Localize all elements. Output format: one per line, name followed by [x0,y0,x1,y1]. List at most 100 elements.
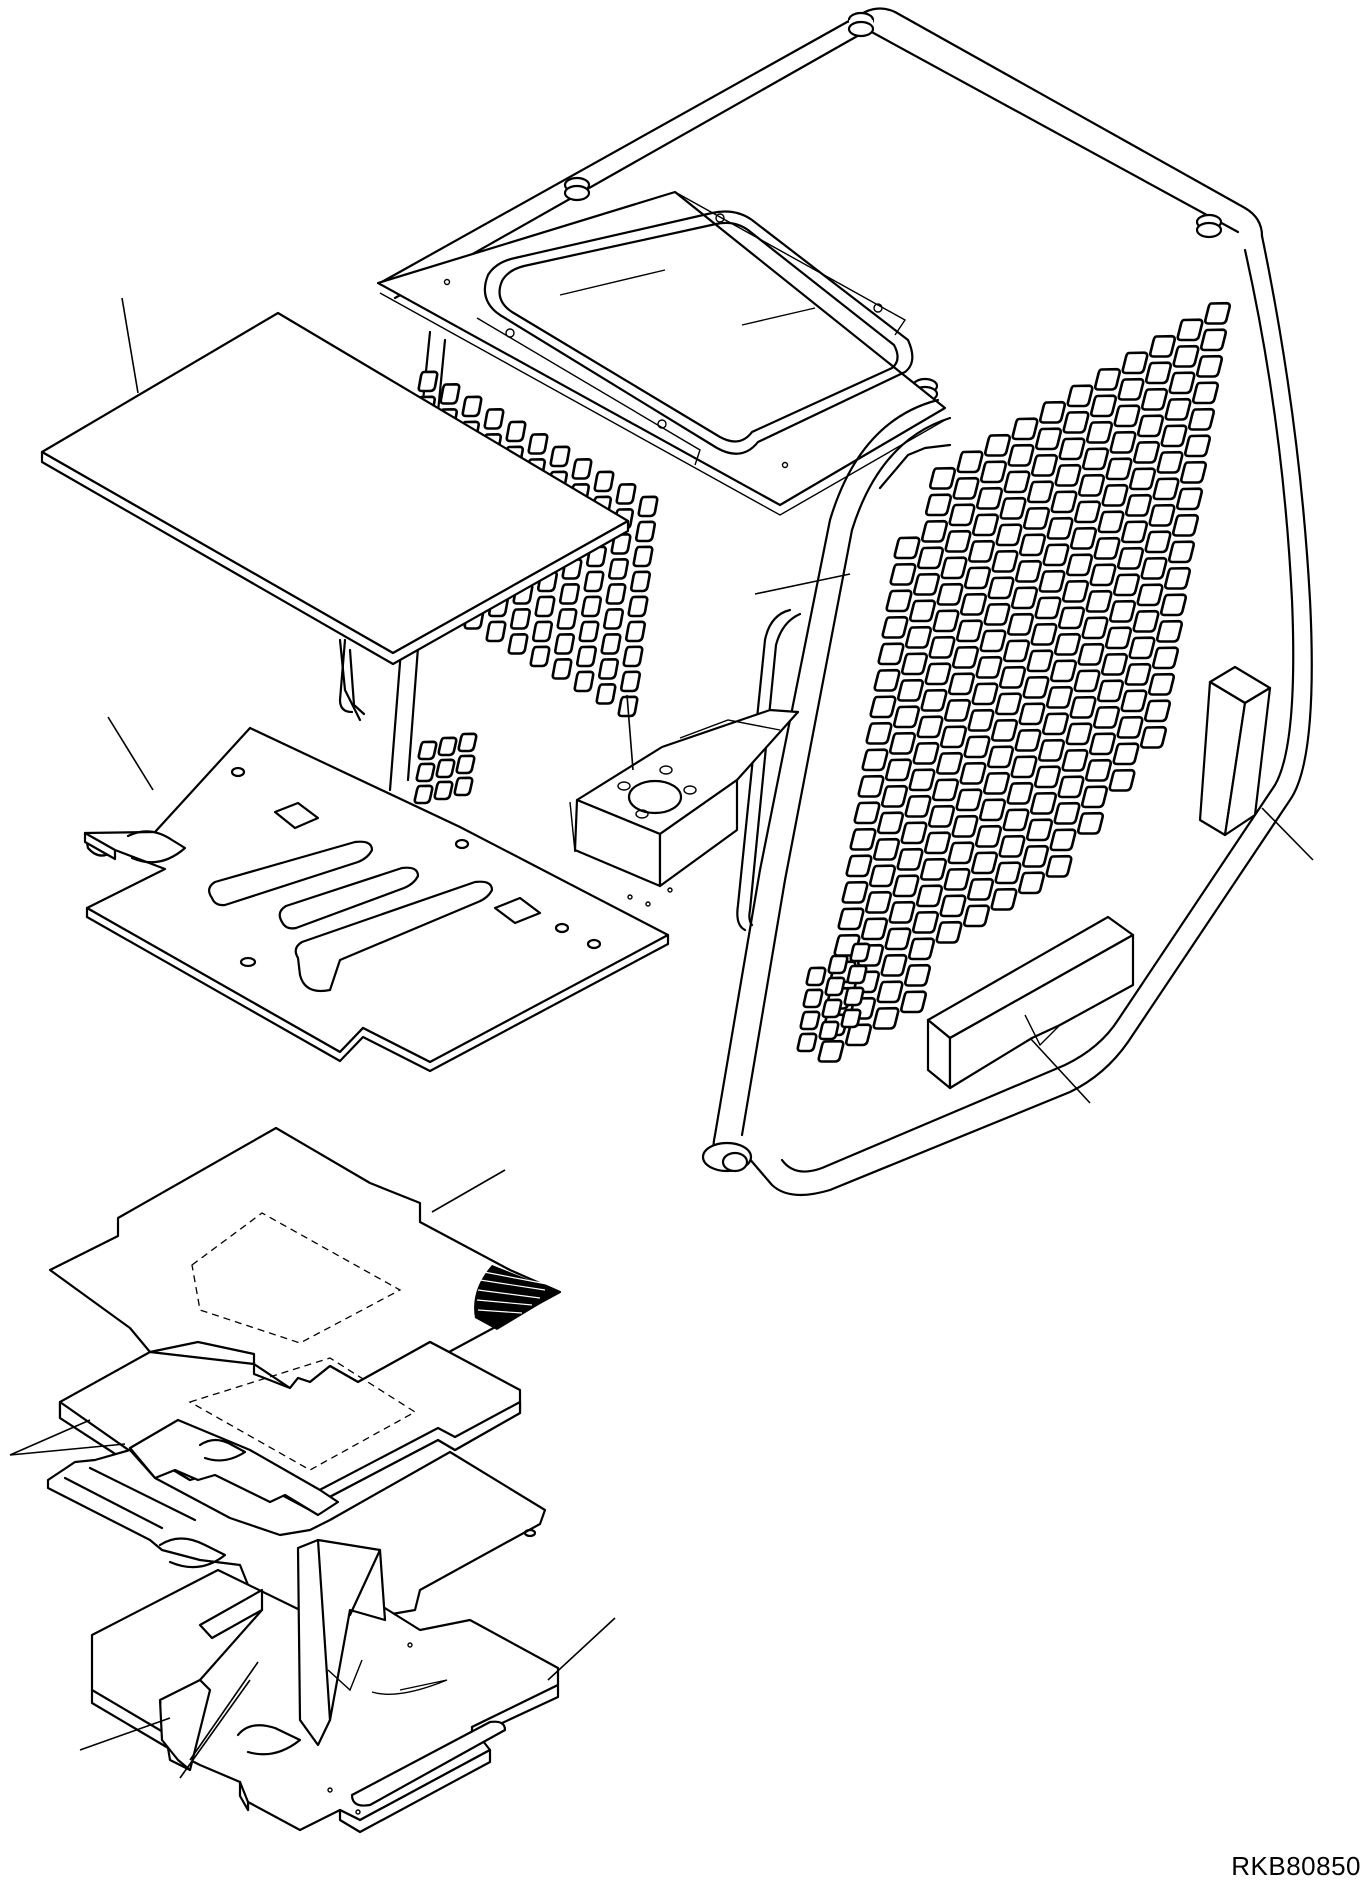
mesh-cell [999,665,1026,689]
mesh-cell [912,910,939,934]
mesh-cell [921,519,948,543]
mesh-cell [888,900,916,924]
mesh-cell [1018,702,1046,726]
leader-line [9,1419,126,1456]
mesh-cell [990,887,1018,911]
mat-hatch [474,1265,560,1330]
mesh-cell [928,635,956,659]
mesh-cell [1011,586,1038,610]
mesh-cell [827,954,849,975]
leader-line [121,297,139,394]
mesh-cell [573,670,595,693]
mesh-cell [1168,540,1195,564]
mesh-cell [881,615,909,639]
mesh-cell [841,880,869,904]
mesh-cell [1011,417,1039,441]
mesh-cell [925,493,952,517]
mesh-cell [952,476,980,500]
mesh-cell [991,718,1018,742]
mesh-cell [845,854,873,878]
mesh-cell [1003,470,1031,494]
mesh-cell [1180,460,1207,484]
mesh-cell [799,1010,821,1031]
mesh-cell [1034,765,1061,789]
mesh-cell [994,861,1022,885]
mesh-cell [1094,367,1121,391]
mesh-cell [976,486,1003,510]
mesh-cell [532,620,553,643]
mesh-cell [865,890,892,914]
mesh-cell [972,513,999,537]
mesh-cell [893,705,920,729]
mesh-cell [944,698,971,722]
mesh-cell [967,708,995,732]
mesh-cell [1073,669,1101,693]
mesh-cell [1085,758,1112,782]
mesh-cell [1070,526,1097,550]
mesh-cell [1136,583,1164,607]
mesh-cell [1022,844,1049,868]
floor-mat [48,1126,562,1390]
mesh-cell [1117,546,1144,570]
mesh-cell [881,784,908,808]
mesh-cell [1145,361,1172,385]
mesh-cell [900,821,928,845]
mesh-cell [1090,394,1117,418]
mesh-cell [971,851,998,875]
mesh-cell [983,602,1011,626]
mesh-cell [581,595,602,618]
mesh-cell [1148,672,1175,696]
mesh-cell [1042,543,1070,567]
mesh-cell [1031,453,1058,477]
mesh-cell [932,609,960,633]
mesh-cell [578,620,600,643]
mesh-cell [952,645,979,669]
mesh-cell [603,607,624,630]
mesh-cell [435,758,456,779]
front-mesh-panel [796,301,1231,1063]
mesh-cell [1006,781,1034,805]
mesh-cell [908,768,936,792]
mesh-cell [637,495,659,518]
mesh-cell [1030,791,1057,815]
mesh-cell [889,731,916,755]
mesh-cell [995,523,1023,547]
mesh-cell [857,774,885,798]
mesh-cell [1160,424,1188,448]
mesh-cell [924,662,952,686]
mesh-cell [1061,748,1089,772]
mesh-cell [1057,775,1085,799]
mesh-cell [843,986,865,1007]
mesh-cell [1160,593,1187,617]
mesh-cell [821,998,843,1019]
mesh-cell [1018,871,1045,895]
mesh-cell [1121,520,1148,544]
mesh-cell [924,831,951,855]
mesh-cell [1002,808,1030,832]
mesh-cell [955,788,983,812]
mesh-cell [598,657,619,680]
mesh-cell [576,645,597,668]
leader-line [1029,1037,1091,1104]
mesh-cell [944,529,972,553]
mesh-cell [1035,427,1062,451]
mesh-cell [1089,563,1117,587]
mesh-cell [1007,443,1035,467]
mesh-cell [963,904,990,928]
mesh-cell [884,927,912,951]
mesh-cell [413,784,434,805]
mesh-cell [1077,811,1104,835]
mesh-cell [951,814,979,838]
mesh-cell [1046,516,1074,540]
mesh-cell [1038,738,1065,762]
mesh-cell [893,536,921,560]
mesh-cell [1062,410,1090,434]
roof-hatch [376,190,947,516]
mesh-cell [873,668,901,692]
mesh-cell [1050,490,1078,514]
mesh-cell [929,466,956,490]
mesh-cell [1105,457,1133,481]
mesh-cell [1078,473,1105,497]
mesh-cell [529,645,551,668]
mesh-cell [1137,414,1164,438]
